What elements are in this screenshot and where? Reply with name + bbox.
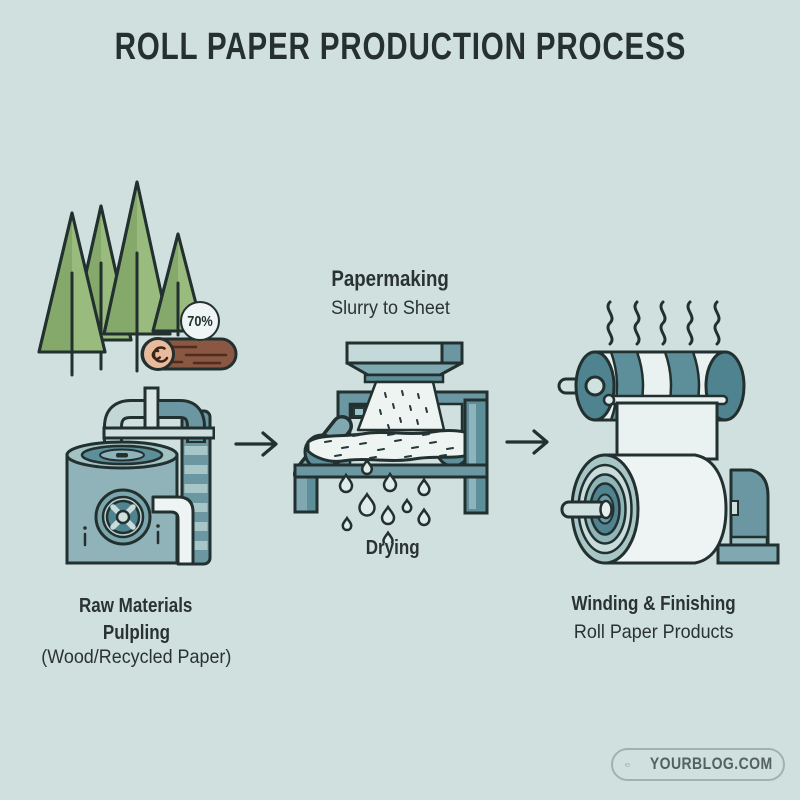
stage1-label-line2: Pulpling <box>102 622 170 644</box>
pulper-machine-icon <box>65 386 215 566</box>
flow-arrow-icon <box>505 429 549 455</box>
drying-drum-icon <box>557 350 746 461</box>
footer-site-label: YOURBLOG.COM <box>649 755 773 773</box>
log-icon <box>140 337 238 371</box>
stage1-label-line1: Raw Materials <box>79 595 193 617</box>
stage1-label-line3: (Wood/Recycled Paper) <box>40 646 232 668</box>
stage3-label-line2: Roll Paper Products <box>574 621 734 643</box>
stage2-title: Papermaking <box>331 266 449 291</box>
page-title: ROLL PAPER PRODUCTION PROCESS <box>114 26 686 68</box>
heat-waves-icon <box>606 300 721 346</box>
footer-site-badge: YOURBLOG.COM <box>611 748 785 781</box>
envelope-icon <box>625 762 630 767</box>
stage2-subtitle: Slurry to Sheet <box>330 297 450 319</box>
pine-trees-icon <box>37 180 238 377</box>
flow-arrow-icon <box>234 431 278 457</box>
papermaking-machine-icon <box>293 341 489 543</box>
stage3-label-line1: Winding & Finishing <box>571 593 737 615</box>
winding-machine-icon <box>557 300 780 565</box>
paper-roll-icon <box>560 453 780 565</box>
stage2-caption: Drying <box>366 537 420 559</box>
recycled-percentage-badge: 70% <box>180 301 220 341</box>
